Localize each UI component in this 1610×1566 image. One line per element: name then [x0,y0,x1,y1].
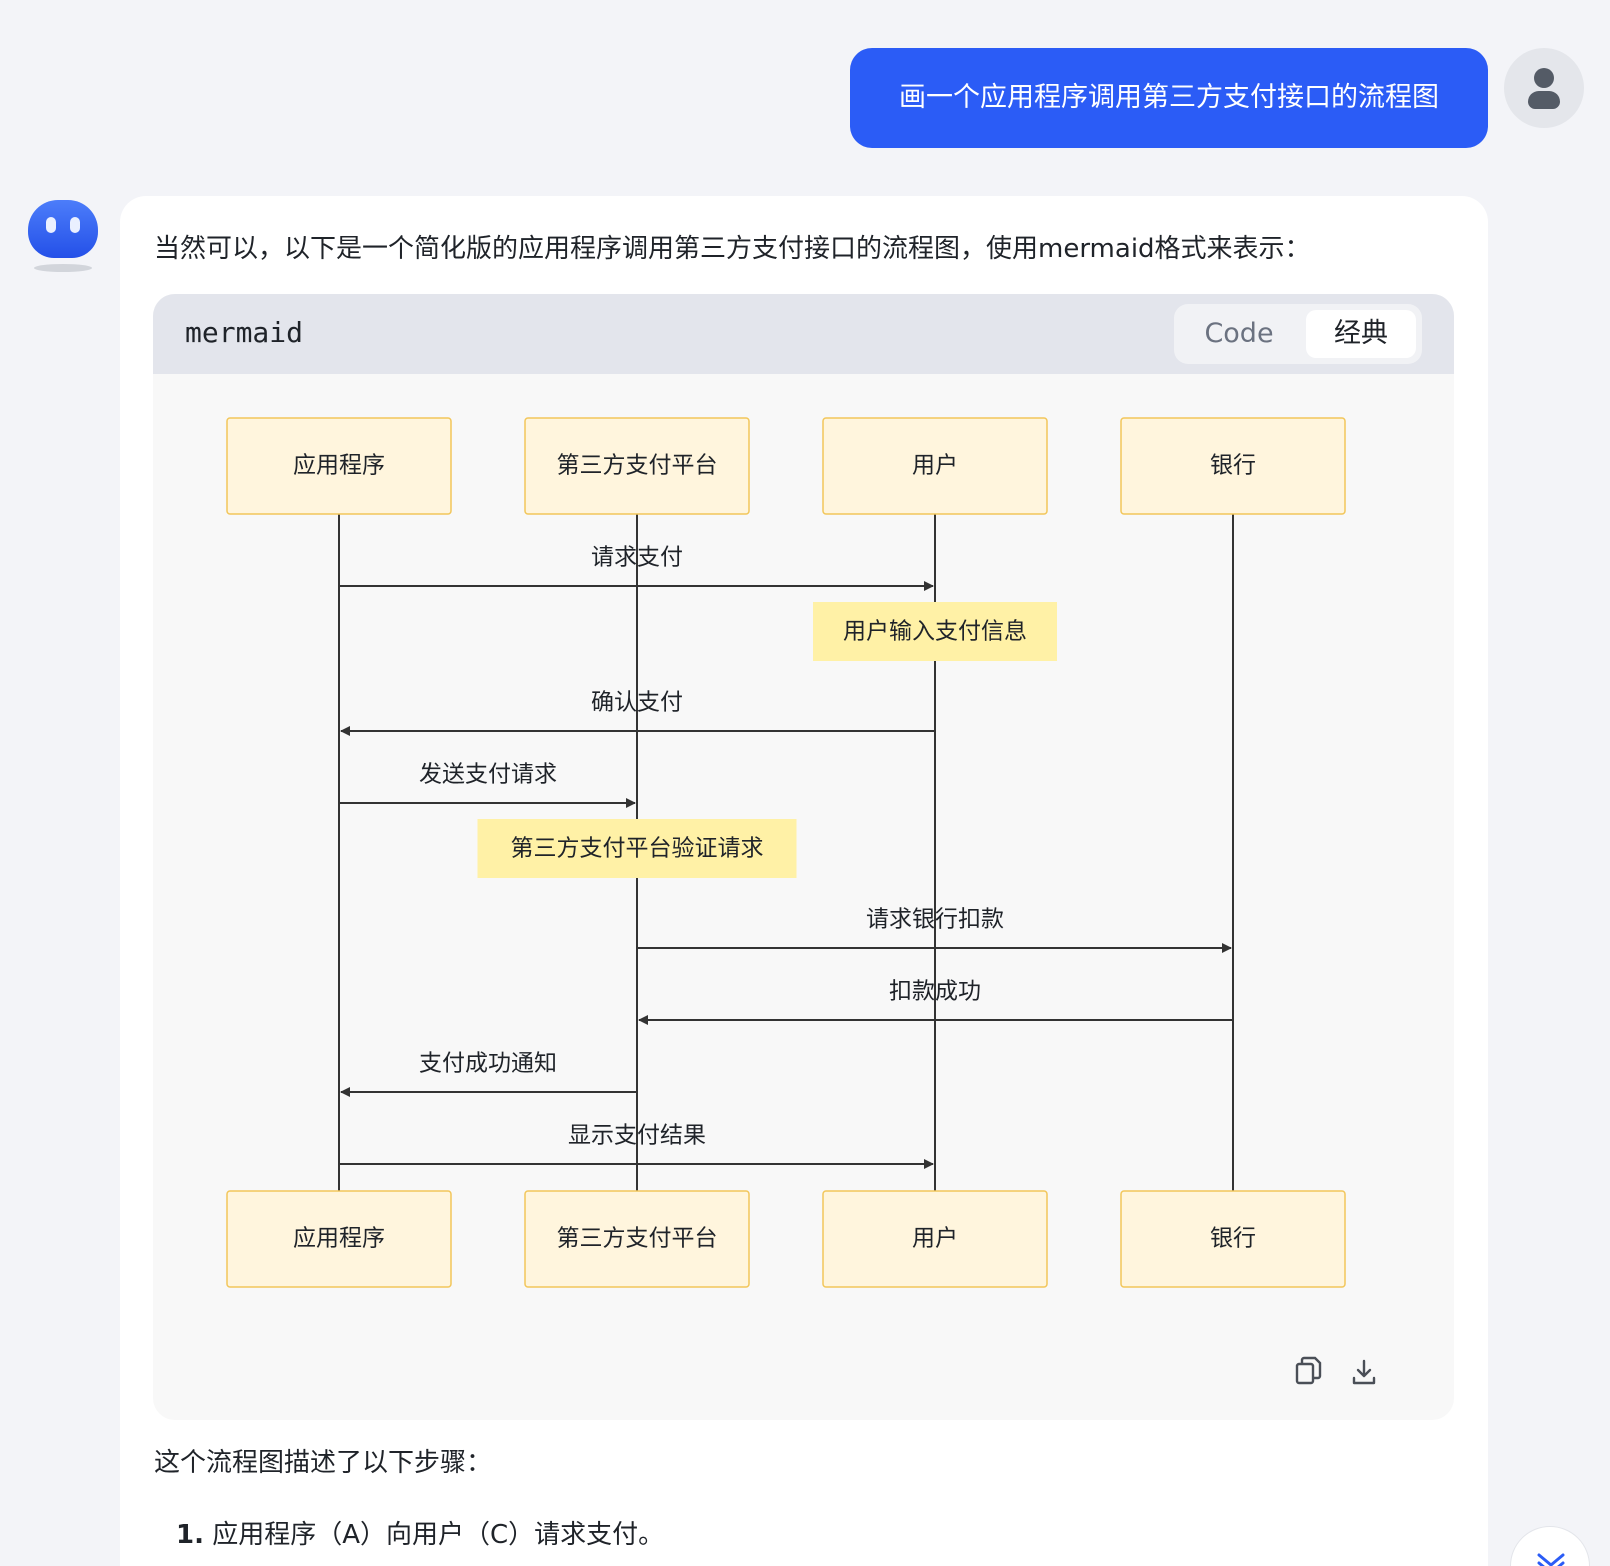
user-avatar[interactable] [1504,48,1584,128]
chevron-down-icon [1537,1553,1565,1566]
assistant-intro-text: 当然可以，以下是一个简化版的应用程序调用第三方支付接口的流程图，使用mermai… [154,234,1311,264]
list-item-number: 1. [176,1520,204,1550]
note-label: 用户输入支付信息 [843,619,1027,645]
scroll-to-bottom-button[interactable] [1510,1526,1590,1566]
message-label: 确认支付 [591,690,683,716]
user-message-bubble: 画一个应用程序调用第三方支付接口的流程图 [850,48,1488,148]
view-toggle: Code 经典 [1174,304,1422,364]
message-label: 支付成功通知 [419,1051,557,1077]
actor-box-top [1120,417,1346,515]
download-icon[interactable] [1347,1356,1381,1390]
list-item-text: 应用程序（A）向用户（C）请求支付。 [212,1520,665,1550]
actor-label: 第三方支付平台 [557,453,718,479]
actor-box-top [822,417,1048,515]
message-label: 显示支付结果 [568,1123,706,1149]
actor-label: 银行 [1210,1226,1256,1252]
actor-box-top [226,417,452,515]
note-box [813,602,1057,661]
code-language-label: mermaid [185,316,304,349]
actor-box-bottom [822,1190,1048,1288]
code-block-header: mermaid Code 经典 [153,294,1454,374]
tab-classic[interactable]: 经典 [1306,310,1416,358]
assistant-avatar-eye-right [70,217,80,233]
user-icon-body [1528,91,1560,109]
message-label: 请求银行扣款 [866,907,1004,933]
actor-label: 用户 [912,453,958,479]
summary-text: 这个流程图描述了以下步骤： [154,1448,493,1478]
actor-label: 用户 [912,1226,958,1252]
list-item: 1. 应用程序（A）向用户（C）请求支付。 [176,1514,664,1551]
actor-box-top [524,417,750,515]
message-label: 发送支付请求 [419,762,557,788]
actor-box-bottom [226,1190,452,1288]
actor-label: 银行 [1210,453,1256,479]
actor-label: 第三方支付平台 [557,1226,718,1252]
note-box [477,819,797,878]
message-label: 扣款成功 [889,979,981,1005]
message-label: 请求支付 [591,545,683,571]
actor-box-bottom [1120,1190,1346,1288]
assistant-avatar-shadow [34,264,92,272]
actor-label: 应用程序 [293,453,385,479]
assistant-avatar-eye-left [46,217,56,233]
actor-box-bottom [524,1190,750,1288]
note-label: 第三方支付平台验证请求 [511,836,764,862]
user-icon-head [1534,68,1554,88]
tab-code[interactable]: Code [1204,318,1274,349]
copy-icon[interactable] [1291,1354,1325,1388]
assistant-avatar [28,200,98,258]
actor-label: 应用程序 [293,1226,385,1252]
mermaid-code-block: mermaid Code 经典 请求支付确认支付发送支付请求请求银行扣款扣款成功… [153,294,1454,1420]
